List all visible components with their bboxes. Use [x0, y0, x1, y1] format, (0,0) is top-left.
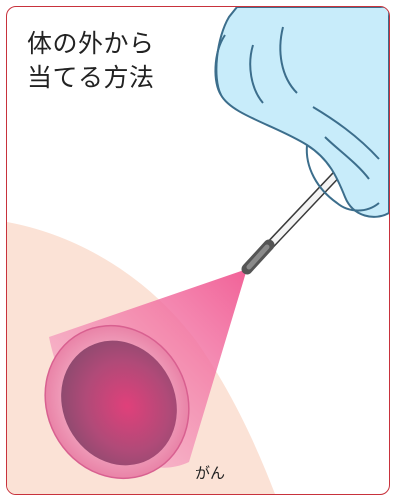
title-line-2: 当てる方法 [27, 61, 155, 95]
tumor-label: がん [195, 462, 225, 483]
gloved-hand-icon [215, 7, 389, 217]
figure-title: 体の外から 当てる方法 [27, 27, 155, 95]
figure-frame: 体の外から 当てる方法 がん [6, 6, 390, 495]
title-line-1: 体の外から [27, 27, 155, 61]
